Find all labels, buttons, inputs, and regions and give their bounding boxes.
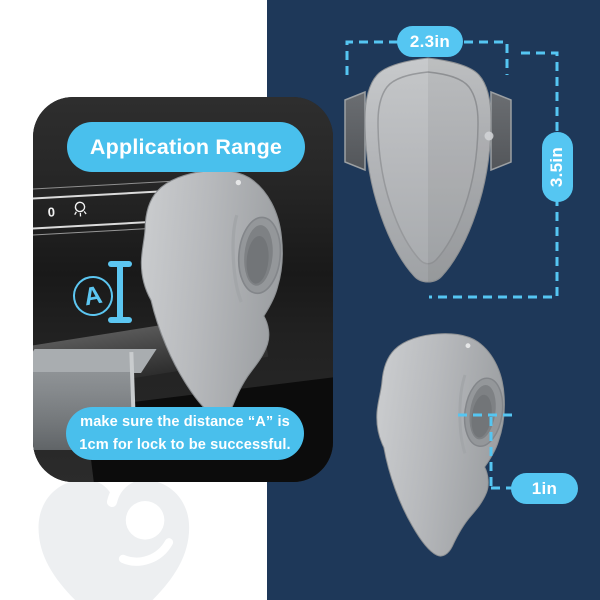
application-range-badge: Application Range xyxy=(67,122,305,172)
depth-dimension-label: 1in xyxy=(511,473,578,504)
gauge-stem xyxy=(117,264,123,320)
control-panel-icons: 0 xyxy=(43,193,154,225)
height-dimension-text: 3.5in xyxy=(547,146,567,188)
front-lock-image xyxy=(344,57,512,283)
gauge-cap xyxy=(108,317,132,323)
application-range-card: 0 xyxy=(33,97,333,482)
height-dimension-label: 3.5in xyxy=(542,132,573,202)
heart-swirl-logo-icon xyxy=(38,469,190,600)
distance-marker-letter: A xyxy=(81,280,105,311)
mounted-lock-image xyxy=(140,169,283,418)
note-line-2: 1cm for lock to be successful. xyxy=(79,436,291,453)
note-line-1: make sure the distance “A” is xyxy=(80,413,290,430)
zero-indicator: 0 xyxy=(47,203,56,220)
width-dimension-label: 2.3in xyxy=(397,26,463,57)
side-lock-image xyxy=(376,333,505,557)
instruction-note: make sure the distance “A” is 1cm for lo… xyxy=(66,407,304,460)
measurement-gauge-icon xyxy=(108,261,132,323)
light-bulb-icon xyxy=(73,201,87,217)
oven-drawer-top xyxy=(33,349,157,373)
